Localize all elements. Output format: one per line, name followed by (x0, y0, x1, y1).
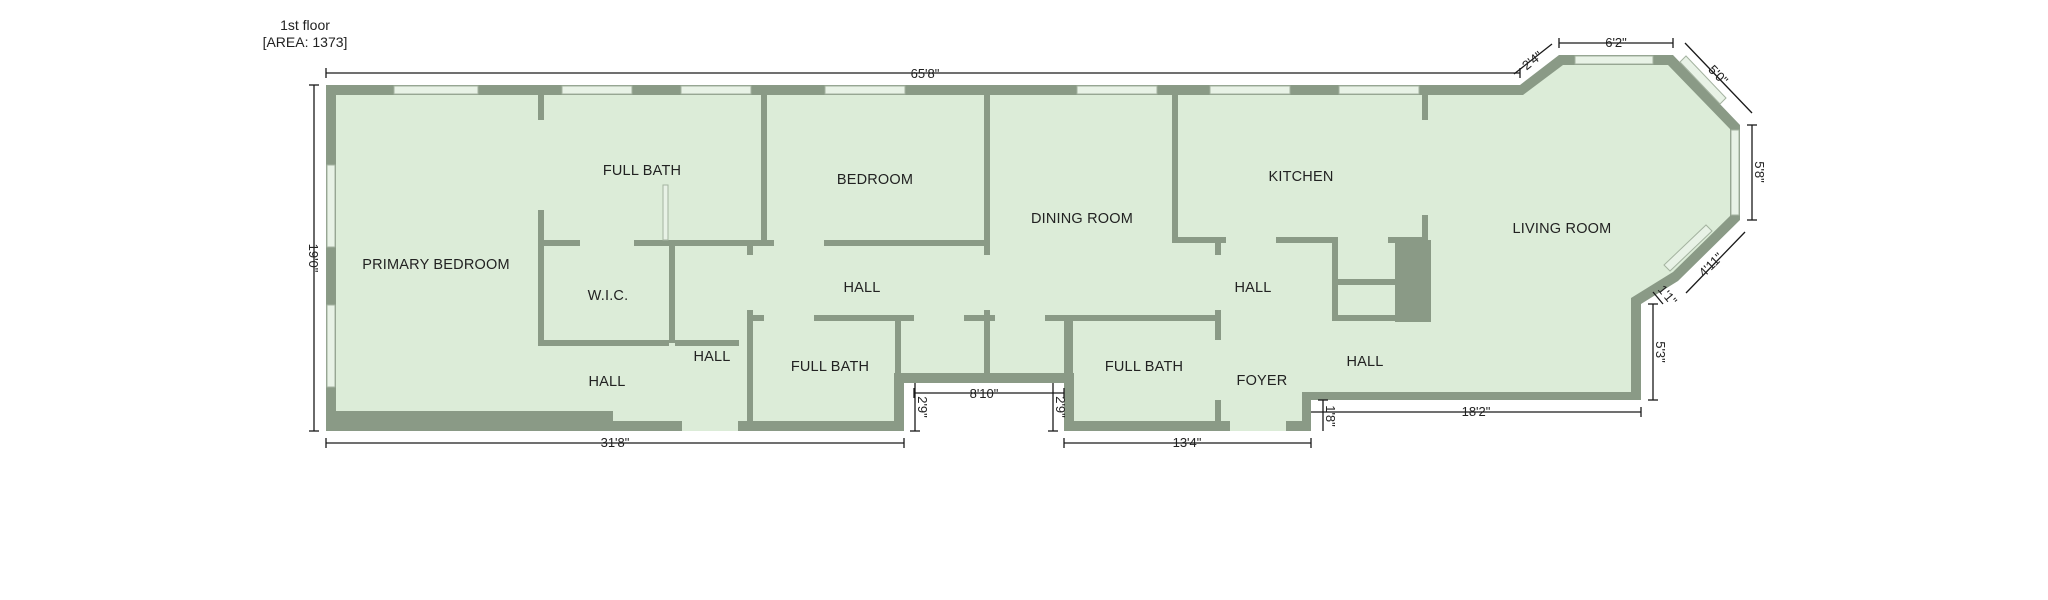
room-label-bedroom: BEDROOM (837, 172, 913, 188)
room-label-hall: HALL (1346, 354, 1383, 370)
dimension-overall-width: 65'8" (911, 66, 940, 81)
shower-partition (662, 184, 669, 241)
room-label-full-bath: FULL BATH (603, 163, 681, 179)
dimension-step-small: 1'8" (1323, 405, 1338, 427)
room-label-hall: HALL (843, 280, 880, 296)
door-openings (538, 120, 1428, 431)
dimension-right-lower: 5'3" (1653, 341, 1668, 363)
dimension-labels: 65'8" 19'0" 31'8" 8'10" 2'9" 2'9" 13'4" … (306, 35, 1767, 450)
room-label-dining-room: DINING ROOM (1031, 211, 1133, 227)
utility-block (1395, 240, 1431, 322)
room-label-kitchen: KITCHEN (1268, 169, 1333, 185)
floor-title: 1st floor (280, 17, 330, 33)
room-labels: PRIMARY BEDROOM FULL BATH BEDROOM DINING… (362, 163, 1611, 390)
dimension-recess-depth-left: 2'9" (915, 396, 930, 418)
dimension-bottom-mid: 13'4" (1173, 435, 1202, 450)
room-label-hall: HALL (693, 349, 730, 365)
dimension-overall-height: 19'0" (306, 244, 321, 273)
dimension-bay-top: 6'2" (1605, 35, 1627, 50)
dimension-recess-width: 8'10" (970, 386, 999, 401)
floor-area: [AREA: 1373] (263, 34, 348, 50)
room-label-full-bath: FULL BATH (791, 359, 869, 375)
room-label-hall: HALL (588, 374, 625, 390)
dimension-bay-right: 5'8" (1752, 161, 1767, 183)
room-label-hall: HALL (1234, 280, 1271, 296)
windows (326, 55, 1740, 388)
room-label-primary-bedroom: PRIMARY BEDROOM (362, 257, 510, 273)
room-label-wic: W.I.C. (588, 288, 629, 304)
room-label-living-room: LIVING ROOM (1513, 221, 1612, 237)
dimension-bottom-right: 18'2" (1462, 404, 1491, 419)
floor-interior (336, 65, 1730, 421)
room-label-full-bath: FULL BATH (1105, 359, 1183, 375)
interior-walls (538, 92, 1428, 424)
dimension-lines (309, 38, 1757, 448)
room-label-foyer: FOYER (1237, 373, 1288, 389)
dimension-bottom-left: 31'8" (601, 435, 630, 450)
dimension-recess-depth-right: 2'9" (1053, 396, 1068, 418)
bottom-wall-thick (336, 411, 613, 421)
